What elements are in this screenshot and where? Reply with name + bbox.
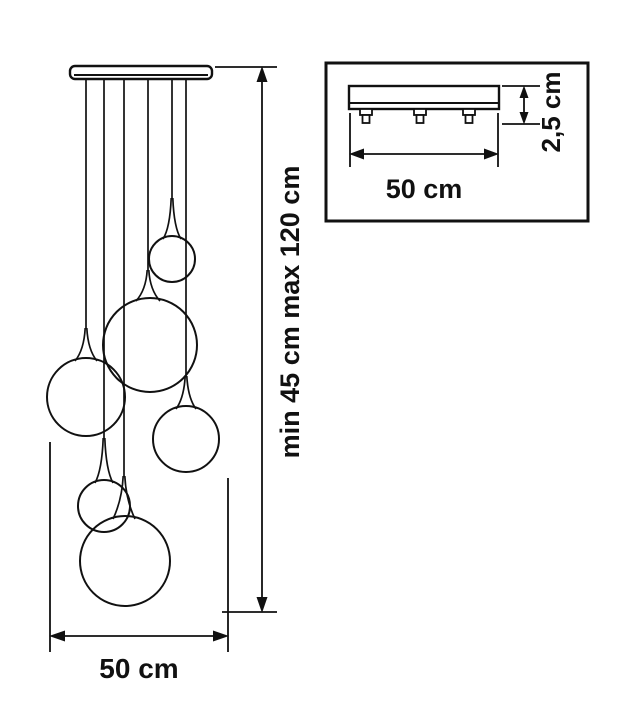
lamp-neck [162,197,182,240]
arrowhead-right-icon [213,630,229,642]
canopy-width-dimension: 50 cm [349,113,499,204]
glass-globe [152,405,220,473]
arrowhead-left-icon [49,630,65,642]
width-dimension: 50 cm [49,442,229,684]
arrowhead-down-icon [519,112,529,125]
glass-globe [148,235,196,283]
pendant-assembly [46,64,220,607]
arrowhead-up-icon [519,85,529,98]
pendant-lamp [148,79,196,283]
glass-globe [46,357,126,437]
pendant-lamp [79,79,171,607]
lamp-neck [94,437,114,484]
mounting-screw [462,108,476,124]
pendant-lamp [102,79,198,393]
thickness-dimension-label: 2,5 cm [536,72,566,153]
lamp-neck [112,475,136,520]
arrowhead-up-icon [256,66,268,82]
inset-border [324,61,590,223]
pendant-lamp [152,79,220,473]
mounting-screw [413,108,427,124]
height-dimension: min 45 cm max 120 cm [215,66,305,613]
canopy-detail-inset: 2,5 cm 50 cm [324,61,590,223]
arrowhead-left-icon [349,148,364,160]
width-dimension-label: 50 cm [99,653,178,684]
mounting-screw [359,108,373,124]
ceiling-plate-body [68,64,214,81]
height-dimension-label: min 45 cm max 120 cm [275,166,305,459]
arrowhead-right-icon [484,148,499,160]
lamp-neck [74,327,98,362]
ceiling-plate [68,64,214,81]
thickness-dimension: 2,5 cm [502,72,566,153]
canopy-width-dimension-label: 50 cm [386,174,463,204]
glass-globe [79,515,171,607]
canopy-side-view [347,84,501,124]
pendant-lamp [46,79,126,437]
glass-globe [102,297,198,393]
canopy-plate [347,84,501,111]
arrowhead-down-icon [256,597,268,613]
